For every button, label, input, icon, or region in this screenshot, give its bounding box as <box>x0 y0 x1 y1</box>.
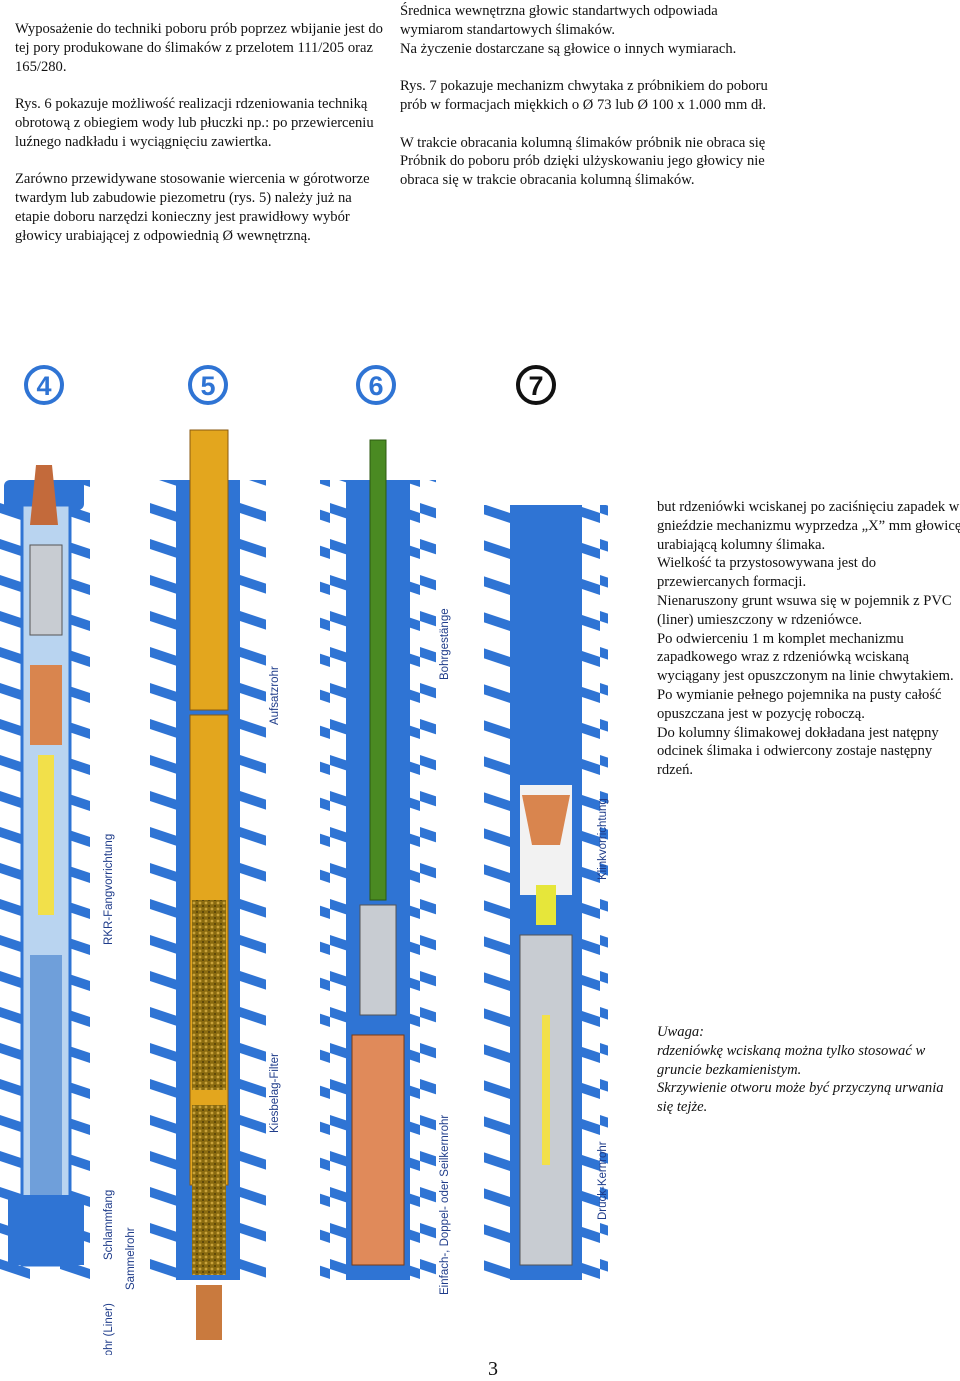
paragraph: Na życzenie dostarczane są głowice o inn… <box>400 40 737 57</box>
svg-text:4: 4 <box>36 371 51 401</box>
paragraph: Wielkość ta przystosowywana jest do prze… <box>657 555 877 591</box>
warning-note: Uwaga: rdzeniówkę wciskaną można tylko s… <box>657 1023 960 1117</box>
tool-column-4: RKR-Fangvorrichtung Schlammfang Sammelro… <box>0 465 137 1355</box>
label-druck: Druck-Kernrohr <box>597 1141 609 1220</box>
label-klink: Klinkvorrichtung <box>597 798 609 880</box>
paragraph: Rys. 6 pokazuje możliwość realizacji rdz… <box>15 96 374 150</box>
label-bohr: Bohrgestänge <box>439 608 451 680</box>
paragraph: Wyposażenie do techniki poboru prób popr… <box>15 21 383 75</box>
figure-number-7: 7 <box>516 365 556 405</box>
left-text-column: Wyposażenie do techniki poboru prób popr… <box>15 20 385 246</box>
label-sammel: Sammelrohr <box>125 1227 137 1290</box>
note-line: Skrzywienie otworu może być przyczyną ur… <box>657 1080 944 1116</box>
note-line: rdzeniówkę wciskaną można tylko stosować… <box>657 1042 926 1078</box>
paragraph: but rdzeniówki wciskanej po zaciśnięciu … <box>657 499 960 553</box>
label-kies: Kiesbelag-Filter <box>269 1053 281 1133</box>
paragraph: Po wymianie pełnego pojemnika na pusty c… <box>657 686 942 722</box>
paragraph: Po odwierceniu 1 m komplet mechanizmu za… <box>657 630 954 685</box>
drilling-tools-illustration: 4 5 6 7 RKR-Fangvorrichtung Schlammfang … <box>0 365 609 1355</box>
paragraph: Próbnik do poboru prób dzięki ulżyskowan… <box>400 153 765 189</box>
figure-number-6: 6 <box>356 365 396 405</box>
label-einfach: Einfach-, Doppel- oder Seilkernrohr <box>439 1115 451 1295</box>
page-number: 3 <box>488 1358 498 1380</box>
figure-number-4: 4 <box>24 365 64 405</box>
paragraph: Do kolumny ślimakowej dokładana jest nat… <box>657 724 939 779</box>
svg-text:5: 5 <box>200 371 215 401</box>
paragraph: Średnica wewnętrzna głowic standartwych … <box>400 3 718 38</box>
svg-text:7: 7 <box>528 371 543 401</box>
tool-column-7: Klinkvorrichtung Druck-Kernrohr <box>484 505 609 1280</box>
tool-column-5: Aufsatzrohr Kiesbelag-Filter <box>150 429 281 1340</box>
note-title: Uwaga: <box>657 1024 705 1040</box>
paragraph: Rys. 7 pokazuje mechanizm chwytaka z pró… <box>400 78 768 113</box>
svg-text:6: 6 <box>368 371 383 401</box>
right-text-column: Średnica wewnętrzna głowic standartwych … <box>400 2 775 190</box>
paragraph: Zarówno przewidywane stosowanie wierceni… <box>15 171 370 244</box>
paragraph: W trakcie obracania kolumną ślimaków pró… <box>400 134 766 151</box>
tool-column-6: Bohrgestänge Einfach-, Doppel- oder Seil… <box>320 439 451 1295</box>
paragraph: Nienaruszony grunt wsuwa się w pojemnik … <box>657 592 952 628</box>
label-aufsatz: Aufsatzrohr <box>269 666 281 725</box>
label-rkr: RKR-Fangvorrichtung <box>103 834 115 945</box>
label-schlamm: Schlammfang <box>103 1190 115 1260</box>
label-pvc: PVC-Entnahmerohr (Liner) <box>103 1303 115 1355</box>
figure-number-5: 5 <box>188 365 228 405</box>
side-description: but rdzeniówki wciskanej po zaciśnięciu … <box>657 498 960 780</box>
